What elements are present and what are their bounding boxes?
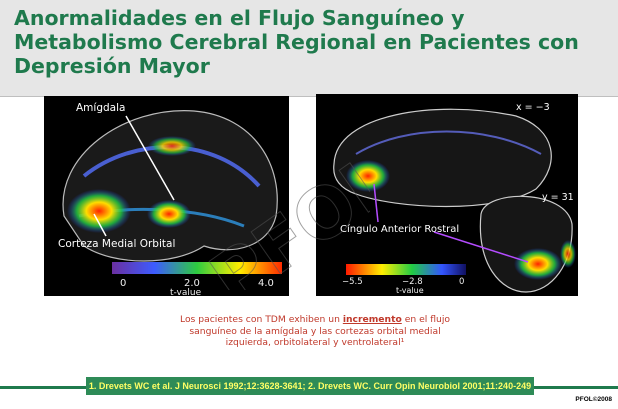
- x-coordinate-label: x = −3: [516, 102, 550, 113]
- right-scale-label: t-value: [396, 286, 424, 295]
- left-scale-tick-2: 4.0: [258, 278, 274, 289]
- caption-part2: en el flujo sanguíneo de la amígdala y l…: [189, 314, 451, 348]
- references: 1. Drevets WC et al. J Neurosci 1992;12:…: [88, 381, 532, 391]
- references-bar: [86, 377, 534, 395]
- amygdala-label: Amígdala: [76, 102, 126, 114]
- title-bar: Anormalidades en el Flujo Sanguíneo y Me…: [0, 0, 618, 97]
- caption: Los pacientes con TDM exhiben un increme…: [170, 314, 460, 349]
- medial-orbital-cortex-label: Corteza Medial Orbital: [58, 238, 176, 250]
- slide-title: Anormalidades en el Flujo Sanguíneo y Me…: [14, 6, 579, 78]
- right-scale-tick-2: 0: [459, 277, 465, 287]
- rostral-anterior-cingulate-label: Cíngulo Anterior Rostral: [340, 224, 460, 235]
- right-brain-image: x = −3 y = 31 Cíngulo Anterior Rostral −…: [316, 94, 578, 296]
- caption-part1: Los pacientes con TDM exhiben un: [179, 314, 343, 325]
- brain-sagittal-graphic: [62, 110, 282, 274]
- left-scale-tick-1: 2.0: [184, 278, 200, 289]
- right-scale-tick-0: −5.5: [342, 277, 363, 287]
- left-brain-image: Amígdala Corteza Medial Orbital 0 2.0 4.…: [44, 96, 289, 296]
- left-scale-tick-0: 0: [120, 278, 127, 289]
- brain-sagittal-coronal-graphic: [333, 108, 576, 293]
- left-scale-label: t-value: [170, 288, 202, 296]
- footer-mark: PFOL©2008: [575, 396, 612, 403]
- y-coordinate-label: y = 31: [542, 192, 574, 203]
- right-scale-tick-1: −2.8: [402, 277, 423, 287]
- caption-emphasis: incremento: [342, 314, 402, 325]
